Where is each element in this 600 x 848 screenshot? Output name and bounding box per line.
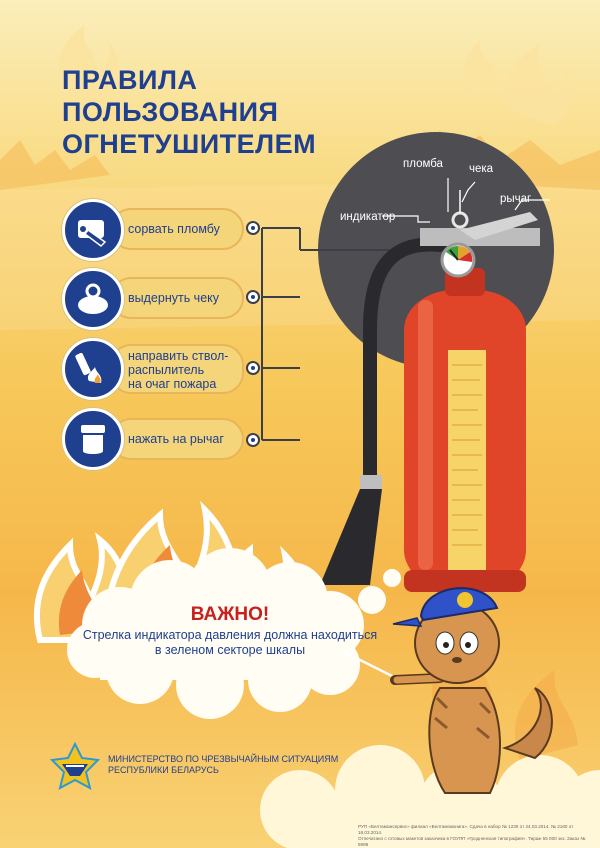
step-2-circle — [62, 268, 124, 330]
title-line-2: ПОЛЬЗОВАНИЯ — [62, 97, 279, 127]
press-lever-hand-icon — [81, 425, 105, 454]
step-1-connector-dot — [246, 221, 260, 235]
step-3-connector-dot — [246, 361, 260, 375]
extinguisher-label — [448, 350, 486, 570]
ministry-emblem-icon — [50, 742, 100, 790]
pull-pin-hand-icon — [78, 283, 108, 314]
important-title: ВАЖНО! — [190, 604, 270, 625]
step-4-label: нажать на рычаг — [110, 418, 244, 460]
step-4-connector-dot — [246, 433, 260, 447]
extinguisher-lever — [460, 212, 538, 240]
label-pin: чека — [469, 163, 494, 175]
label-indicator: индикатор — [340, 211, 396, 223]
step-1-label: сорвать пломбу — [110, 208, 244, 250]
step-2-connector-dot — [246, 290, 260, 304]
cap-emblem-icon — [457, 592, 473, 608]
ministry-name: МИНИСТЕРСТВО ПО ЧРЕЗВЫЧАЙНЫМ СИТУАЦИЯМ Р… — [108, 754, 339, 775]
step-4-circle — [62, 408, 124, 470]
nozzle-flame-icon — [75, 352, 102, 383]
title-line-3: ОГНЕТУШИТЕЛЕМ — [62, 129, 317, 159]
nozzle-horn — [320, 489, 382, 585]
fire-extinguisher — [320, 178, 550, 592]
step-3-label: направить ствол- распылитель на очаг пож… — [110, 344, 244, 394]
cat-firefighter-mascot — [390, 587, 553, 794]
label-lever: рычаг — [500, 193, 532, 205]
seal-pliers-icon — [78, 220, 107, 247]
label-seal: пломба — [403, 158, 443, 170]
important-text: Стрелка индикатора давления должна наход… — [82, 628, 378, 657]
title-line-1: ПРАВИЛА — [62, 65, 198, 95]
print-info: РУП «Белтаможсервис» филиал «Белтаможкни… — [358, 824, 586, 847]
poster-title: ПРАВИЛА ПОЛЬЗОВАНИЯ ОГНЕТУШИТЕЛЕМ — [62, 64, 362, 160]
step-3-circle — [62, 338, 124, 400]
hose-coupling — [360, 475, 382, 489]
step-1-circle — [62, 199, 124, 261]
step-2-label: выдернуть чеку — [110, 277, 244, 319]
